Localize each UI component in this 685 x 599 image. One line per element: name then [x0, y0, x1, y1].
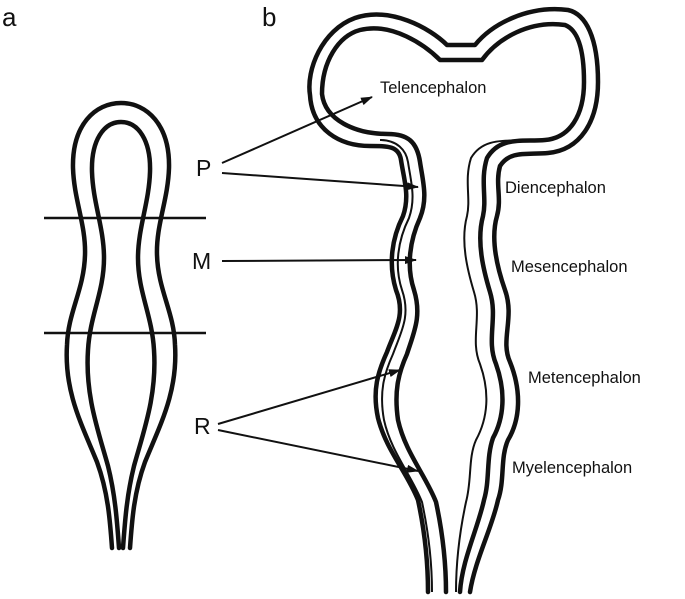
panel-label-a: a	[2, 2, 17, 32]
neural-tube-a	[44, 100, 206, 551]
lumen-right-wall	[455, 139, 531, 593]
arrows	[217, 96, 419, 473]
neural-tube-b	[307, 6, 601, 595]
label-p: P	[196, 155, 211, 181]
neural-tube-b-outer-wall	[307, 6, 601, 595]
arrow-p-to-diencephalon	[221, 172, 419, 191]
label-diencephalon: Diencephalon	[505, 179, 606, 197]
label-telencephalon: Telencephalon	[380, 79, 486, 97]
neural-tube-a-outer-wall	[64, 100, 178, 551]
label-metencephalon: Metencephalon	[528, 369, 641, 387]
label-myelencephalon: Myelencephalon	[512, 459, 632, 477]
label-r: R	[194, 413, 211, 439]
label-mesencephalon: Mesencephalon	[511, 258, 628, 276]
panel-label-b: b	[262, 2, 276, 32]
neural-tube-a-inner-wall	[85, 119, 157, 551]
label-m: M	[192, 248, 211, 274]
arrow-r-to-metencephalon	[217, 369, 401, 425]
neural-tube-b-outer-inner-wall	[319, 21, 587, 595]
arrow-p-to-telencephalon	[221, 96, 373, 164]
arrow-r-to-myelencephalon	[217, 429, 419, 473]
arrow-m-to-mesencephalon	[221, 256, 417, 265]
lumen-left-wall	[379, 139, 433, 593]
